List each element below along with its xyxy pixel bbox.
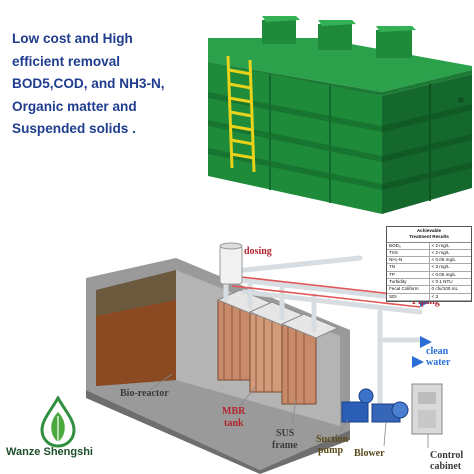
param-cell: SDI <box>389 293 397 299</box>
label-blower: Blower <box>354 448 385 459</box>
label-suction-pump-line2: pump <box>318 445 344 456</box>
headline-line: Organic matter and <box>12 98 137 114</box>
value-cell: 0 cfu/100 mL <box>428 286 472 293</box>
param-cell: TN <box>389 264 396 270</box>
param-cell: BOD₅ <box>389 242 401 248</box>
table-row: Turbidity < 0.1 NTU <box>387 279 472 287</box>
leaf-drop-logo-icon <box>40 396 76 448</box>
label-suction-pump-line1: Suction <box>316 434 349 445</box>
label-sus-frame-line2: frame <box>272 440 298 451</box>
table-row: TN < 3 mg/L <box>387 264 472 272</box>
value-cell: < 3 mg/L <box>428 264 472 271</box>
param-cell: NH₃-N <box>389 257 403 263</box>
headline-line: efficient removal <box>12 53 121 69</box>
tank-top-face <box>208 38 472 92</box>
control-cabinet <box>411 383 443 435</box>
results-title-line: Treatment Results <box>409 234 449 240</box>
brand-name: Wanze Shengshi <box>6 446 93 458</box>
headline-line: Low cost and High <box>12 31 133 46</box>
headline-text: Low cost and High efficient removal BOD5… <box>12 28 182 141</box>
table-row: NH₃-N < 0.05 mg/L <box>387 257 472 265</box>
label-mbr-tank-line1: MBR <box>222 406 246 417</box>
value-cell: < 0.1 NTU <box>428 279 472 286</box>
suction-pump <box>341 388 374 423</box>
value-cell: < 2 mg/L <box>428 242 472 249</box>
label-sus-frame-line1: SUS <box>276 428 295 439</box>
dosing-tank <box>219 242 243 285</box>
label-clean-water-line1: clean <box>426 346 449 357</box>
label-control-cabinet-line2: cabinet <box>430 461 462 472</box>
param-cell: TSS <box>389 249 398 255</box>
table-row: Fecal Coliform 0 cfu/100 mL <box>387 286 472 294</box>
label-bio-reactor: Bio-reactor <box>120 388 169 399</box>
results-title-line: Achievable <box>416 228 442 233</box>
label-clean-water-line2: water <box>426 357 451 368</box>
value-cell: < 0.05 mg/L <box>428 271 472 279</box>
blower <box>371 401 409 423</box>
treatment-results-table: Achievable Treatment Results BOD₅ < 2 mg/… <box>386 226 472 302</box>
tank-manhole <box>262 16 300 44</box>
ladder-icon <box>226 55 256 173</box>
mbr-membrane-modules <box>216 289 340 405</box>
tank-manhole <box>376 26 416 58</box>
table-row: BOD₅ < 2 mg/L <box>387 242 472 250</box>
results-table-header: Achievable Treatment Results <box>387 227 471 243</box>
headline-line: Suspended solids . <box>12 121 136 136</box>
value-cell: < 0.05 mg/L <box>428 257 472 264</box>
param-cell: Turbidity <box>389 279 407 285</box>
label-mbr-tank-line2: tank <box>224 418 244 429</box>
table-row: TSS < 2 mg/L <box>387 249 472 258</box>
label-dosing: dosing <box>244 246 272 257</box>
table-row: SDI < 3 <box>387 293 472 301</box>
headline-line: BOD5,COD, and NH3-N, <box>12 76 165 91</box>
param-cell: TP <box>389 271 395 277</box>
label-control-cabinet-line1: Control <box>430 450 464 461</box>
value-cell: < 3 <box>428 293 472 300</box>
value-cell: < 2 mg/L <box>428 249 472 257</box>
param-cell: Fecal Coliform <box>389 286 419 292</box>
bio-reactor-sludge <box>96 300 176 386</box>
table-row: TP < 0.05 mg/L <box>387 271 472 280</box>
tank-manhole <box>318 20 356 50</box>
